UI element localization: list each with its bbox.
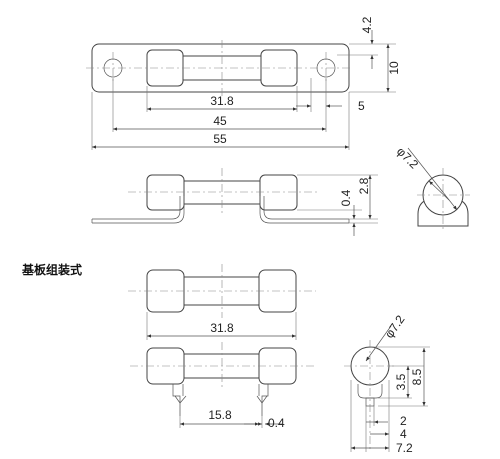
pin-right-tip bbox=[256, 395, 268, 404]
side-view: 2.8 0.4 bbox=[91, 168, 378, 236]
dim-label-8-5: 8.5 bbox=[410, 368, 424, 385]
pin-left-tip bbox=[174, 395, 187, 404]
clip-leg-right-inner bbox=[259, 196, 349, 224]
dim-label-15-8: 15.8 bbox=[208, 408, 232, 422]
dim-label-5: 5 bbox=[358, 99, 365, 113]
fuse-cap-left bbox=[146, 174, 185, 211]
dim-label-31-8: 31.8 bbox=[210, 94, 234, 108]
dim-label-2-8: 2.8 bbox=[357, 177, 371, 194]
pcb-top-view: 31.8 bbox=[128, 264, 316, 340]
dim-label-4: 4 bbox=[400, 427, 407, 441]
clip-leg-left bbox=[92, 196, 181, 220]
top-view: 4.2 10 31.8 45 55 5 bbox=[86, 16, 401, 150]
dim-label-55: 55 bbox=[213, 132, 227, 146]
clip-leg-left-inner bbox=[92, 196, 185, 224]
dim-label-2: 2 bbox=[400, 414, 407, 428]
dim-arrow bbox=[428, 180, 450, 201]
fuse-cap-right bbox=[259, 174, 298, 211]
dim-label-phi: φ7.2 bbox=[382, 312, 408, 340]
dim-leader-phi bbox=[365, 325, 392, 362]
dim-label-45: 45 bbox=[213, 114, 227, 128]
dim-label-7-2: 7.2 bbox=[396, 441, 413, 455]
end-view: φ7.2 bbox=[394, 144, 470, 232]
pcb-side-view: 15.8 0.4 bbox=[130, 342, 316, 430]
dim-label-3-5: 3.5 bbox=[394, 373, 408, 390]
clip-leg-right bbox=[263, 196, 349, 220]
pcb-end-view: φ7.2 3.5 8.5 2 4 7.2 bbox=[344, 312, 430, 455]
dim-label-0-4: 0.4 bbox=[339, 189, 353, 206]
section-title: 基板组装式 bbox=[21, 262, 82, 277]
dim-label-phi: φ7.2 bbox=[394, 144, 421, 171]
dim-label-31-8: 31.8 bbox=[210, 321, 234, 335]
dim-label-0-4: 0.4 bbox=[268, 416, 285, 430]
dim-label-10: 10 bbox=[387, 61, 401, 75]
pin-right bbox=[258, 384, 269, 416]
dim-label-4-2: 4.2 bbox=[360, 16, 374, 33]
